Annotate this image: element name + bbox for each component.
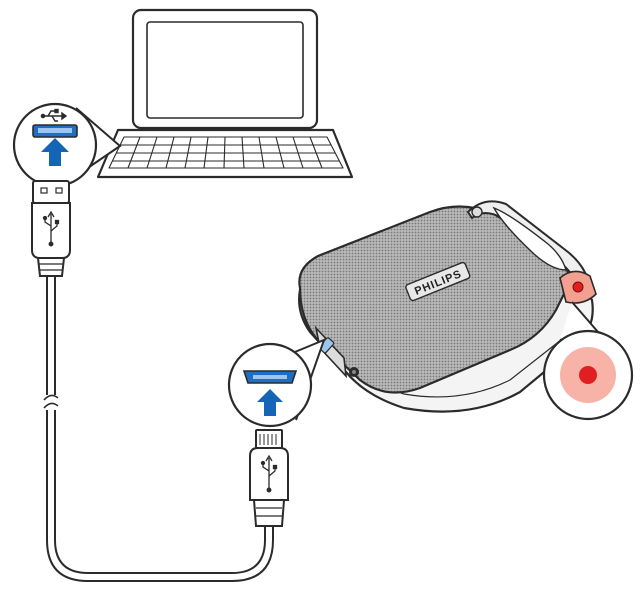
led-dot	[572, 281, 584, 293]
speaker-port-callout	[227, 338, 326, 428]
laptop-icon	[96, 8, 354, 179]
usb-symbol-icon	[40, 108, 68, 122]
usb-cable	[43, 276, 274, 582]
arrow-up-icon	[41, 138, 69, 166]
philips-speaker: PHILIPS	[298, 200, 597, 413]
laptop-keyboard	[108, 136, 344, 169]
micro-usb-plug	[249, 429, 289, 527]
led-indicator-icon	[579, 366, 597, 384]
usb-a-plug	[31, 180, 71, 277]
led-callout	[542, 301, 634, 421]
arrow-up-icon	[257, 389, 283, 416]
